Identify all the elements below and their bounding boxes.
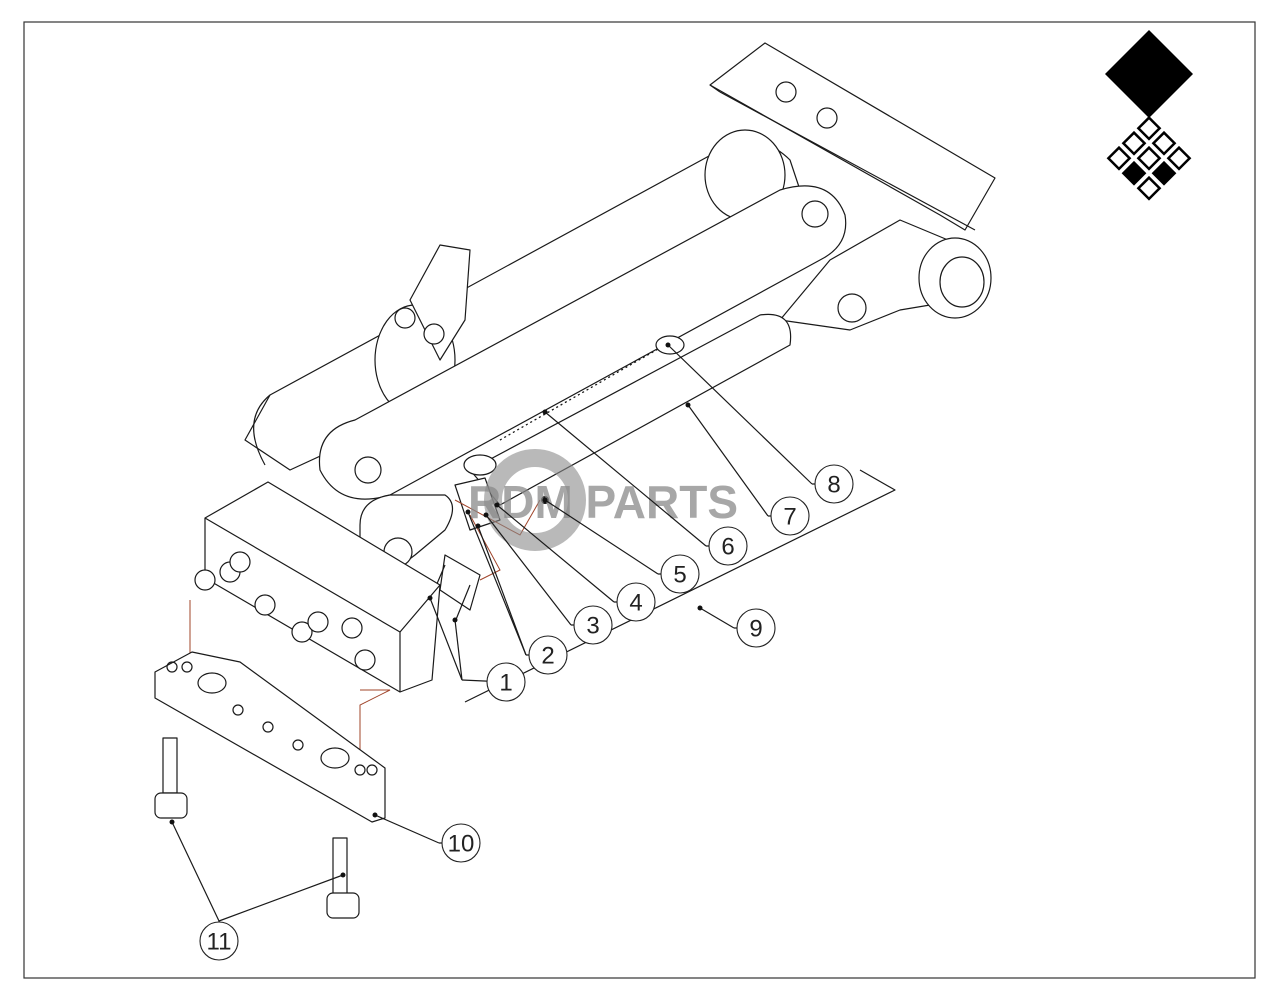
mounting-beam: [709, 42, 996, 231]
callout-number: 10: [448, 831, 475, 858]
leader-line: [667, 344, 813, 485]
leader-line: [544, 499, 659, 575]
callout-number: 2: [541, 643, 554, 670]
leader-line: [687, 404, 769, 517]
callout-circle: [573, 605, 613, 645]
callout-number: 7: [783, 504, 796, 531]
callout-circle: [736, 608, 776, 648]
callout-circle: [708, 526, 748, 566]
leader-dot: [697, 605, 703, 611]
watermark: RDM PARTS: [468, 449, 738, 551]
callout-10: 10: [372, 812, 481, 863]
leader-dot: [452, 617, 458, 623]
leader-line: [485, 514, 572, 626]
callout-circle: [616, 582, 656, 622]
lower-arm: [318, 185, 992, 500]
mounting-plate-10: [154, 651, 386, 823]
leader-line: [374, 814, 440, 844]
svg-text:RDM PARTS: RDM PARTS: [468, 476, 738, 528]
leader-line: [477, 525, 527, 656]
callout-2: 2: [465, 509, 568, 675]
callout-number: 11: [207, 929, 232, 956]
leader-line: [699, 607, 735, 629]
brand-logo-icon: [1105, 30, 1193, 201]
callout-4: 4: [494, 502, 656, 622]
callout-11: 11: [169, 819, 346, 961]
callout-number: 4: [629, 590, 642, 617]
leader-line: [429, 597, 463, 681]
leader-dot: [542, 409, 548, 415]
callout-circle: [814, 464, 854, 504]
callout-number: 9: [749, 616, 762, 643]
leader-dot: [340, 872, 346, 878]
callout-circle: [441, 823, 481, 863]
leader-dot: [475, 523, 481, 529]
leader-line: [454, 619, 463, 681]
callout-6: 6: [542, 409, 748, 566]
callouts: 1 2 3 4 5 6 7 8 9 10 11: [169, 342, 854, 961]
leader-line: [467, 511, 527, 656]
bolts-11: [154, 737, 360, 919]
callout-circle: [660, 554, 700, 594]
leader-dot: [465, 509, 471, 515]
leader-dot: [169, 819, 175, 825]
callout-1: 1: [427, 595, 526, 702]
leader-line: [218, 874, 344, 922]
leader-dot: [685, 402, 691, 408]
leader-line: [171, 821, 220, 922]
callout-number: 5: [673, 562, 686, 589]
callout-circle: [486, 662, 526, 702]
callout-circle: [770, 496, 810, 536]
callout-number: 8: [827, 472, 840, 499]
callout-9: 9: [697, 605, 776, 648]
spring-bracket: [429, 477, 549, 623]
upper-arm: [244, 129, 801, 471]
leader-dot: [665, 342, 671, 348]
leader-line: [544, 411, 707, 547]
leader-dot: [427, 595, 433, 601]
callout-circle: [199, 921, 239, 961]
callout-number: 1: [499, 670, 512, 697]
leader-dot: [372, 812, 378, 818]
callout-number: 6: [721, 534, 734, 561]
callout-3: 3: [483, 512, 613, 645]
leader-dot: [542, 497, 548, 503]
drawing-frame: [23, 21, 1256, 979]
leader-line: [496, 504, 615, 603]
callout-circle: [528, 635, 568, 675]
leader-dot: [494, 502, 500, 508]
callout-8: 8: [665, 342, 854, 504]
callout-7: 7: [685, 402, 810, 536]
callout-5: 5: [542, 497, 700, 594]
callout-number: 3: [586, 613, 599, 640]
base-block: [189, 481, 441, 765]
leader-dot: [483, 512, 489, 518]
